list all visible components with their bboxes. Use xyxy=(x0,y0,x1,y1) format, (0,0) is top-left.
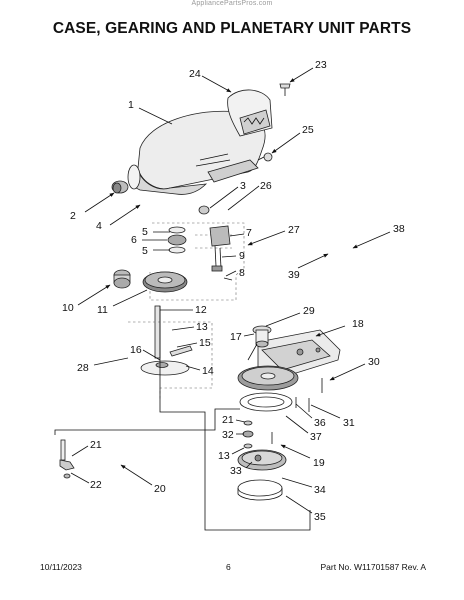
callout-3: 3 xyxy=(240,180,246,192)
callout-20: 20 xyxy=(154,483,166,495)
callout-7: 7 xyxy=(246,227,252,239)
callout-25: 25 xyxy=(302,124,314,136)
callout-17: 17 xyxy=(230,331,242,343)
ring-gear xyxy=(237,365,299,391)
planetary-unit xyxy=(237,449,287,471)
leader-arrows xyxy=(70,67,391,514)
shaft-7-9 xyxy=(209,225,231,272)
callout-24: 24 xyxy=(189,68,201,80)
callout-5-bottom: 5 xyxy=(142,245,148,257)
page-title: CASE, GEARING AND PLANETARY UNIT PARTS xyxy=(52,20,412,37)
stack-21-32-13 xyxy=(242,420,273,449)
gear-5-6 xyxy=(167,226,187,254)
callout-11: 11 xyxy=(97,304,108,316)
callout-2: 2 xyxy=(70,210,76,222)
callout-27: 27 xyxy=(288,224,300,236)
callout-38: 38 xyxy=(393,223,405,235)
callout-37: 37 xyxy=(310,431,322,443)
callout-14: 14 xyxy=(202,365,214,377)
connector-lines xyxy=(54,306,311,531)
callout-6: 6 xyxy=(131,234,137,246)
ring-34 xyxy=(237,479,283,501)
callout-1: 1 xyxy=(128,99,134,111)
shaft-12 xyxy=(154,305,161,359)
washer-37 xyxy=(239,392,293,412)
watermark: AppliancePartsPros.com xyxy=(191,0,273,7)
gear-10 xyxy=(113,269,131,289)
callout-33: 33 xyxy=(230,465,242,477)
callout-4: 4 xyxy=(96,220,102,232)
screw-25 xyxy=(257,152,273,162)
callout-22: 22 xyxy=(90,479,102,491)
footer-date: 10/11/2023 xyxy=(40,562,82,572)
planetary-housing xyxy=(257,329,341,379)
callout-13-upper: 13 xyxy=(196,321,208,333)
callout-28: 28 xyxy=(77,362,89,374)
mixer-case-head xyxy=(127,110,266,195)
screws-30-31-36 xyxy=(295,378,323,412)
bushing-29 xyxy=(252,325,272,348)
callout-21-right: 21 xyxy=(222,414,234,426)
callout-30: 30 xyxy=(368,356,380,368)
footer-part-number: Part No. W11701587 Rev. A xyxy=(320,562,426,572)
callout-labels: 24 23 1 25 2 4 3 26 5 6 5 7 27 38 9 8 39… xyxy=(62,59,405,523)
callout-19: 19 xyxy=(313,457,325,469)
callout-16: 16 xyxy=(130,344,142,356)
callout-34: 34 xyxy=(314,484,326,496)
callout-12: 12 xyxy=(195,304,207,316)
motor-cover xyxy=(227,89,273,137)
callout-8: 8 xyxy=(239,267,245,279)
callout-9: 9 xyxy=(239,250,245,262)
callout-35: 35 xyxy=(314,511,326,523)
gear-11 xyxy=(142,271,188,293)
footer-page: 6 xyxy=(226,562,231,572)
screw-23 xyxy=(279,83,291,96)
callout-32: 32 xyxy=(222,429,234,441)
bracket-16-14 xyxy=(140,345,193,376)
callout-29: 29 xyxy=(303,305,315,317)
callout-36: 36 xyxy=(314,417,326,429)
callout-26: 26 xyxy=(260,180,272,192)
callout-18: 18 xyxy=(352,318,364,330)
key-8 xyxy=(223,277,233,281)
callout-15: 15 xyxy=(199,337,211,349)
callout-5-top: 5 xyxy=(142,226,148,238)
knob-2 xyxy=(111,180,129,194)
callout-39: 39 xyxy=(288,269,300,281)
callout-10: 10 xyxy=(62,302,74,314)
beater-shaft xyxy=(59,439,75,479)
callout-23: 23 xyxy=(315,59,327,71)
callout-21-left: 21 xyxy=(90,439,102,451)
callout-31: 31 xyxy=(343,417,355,429)
callout-13-lower: 13 xyxy=(218,450,230,462)
screw-3 xyxy=(198,205,210,215)
